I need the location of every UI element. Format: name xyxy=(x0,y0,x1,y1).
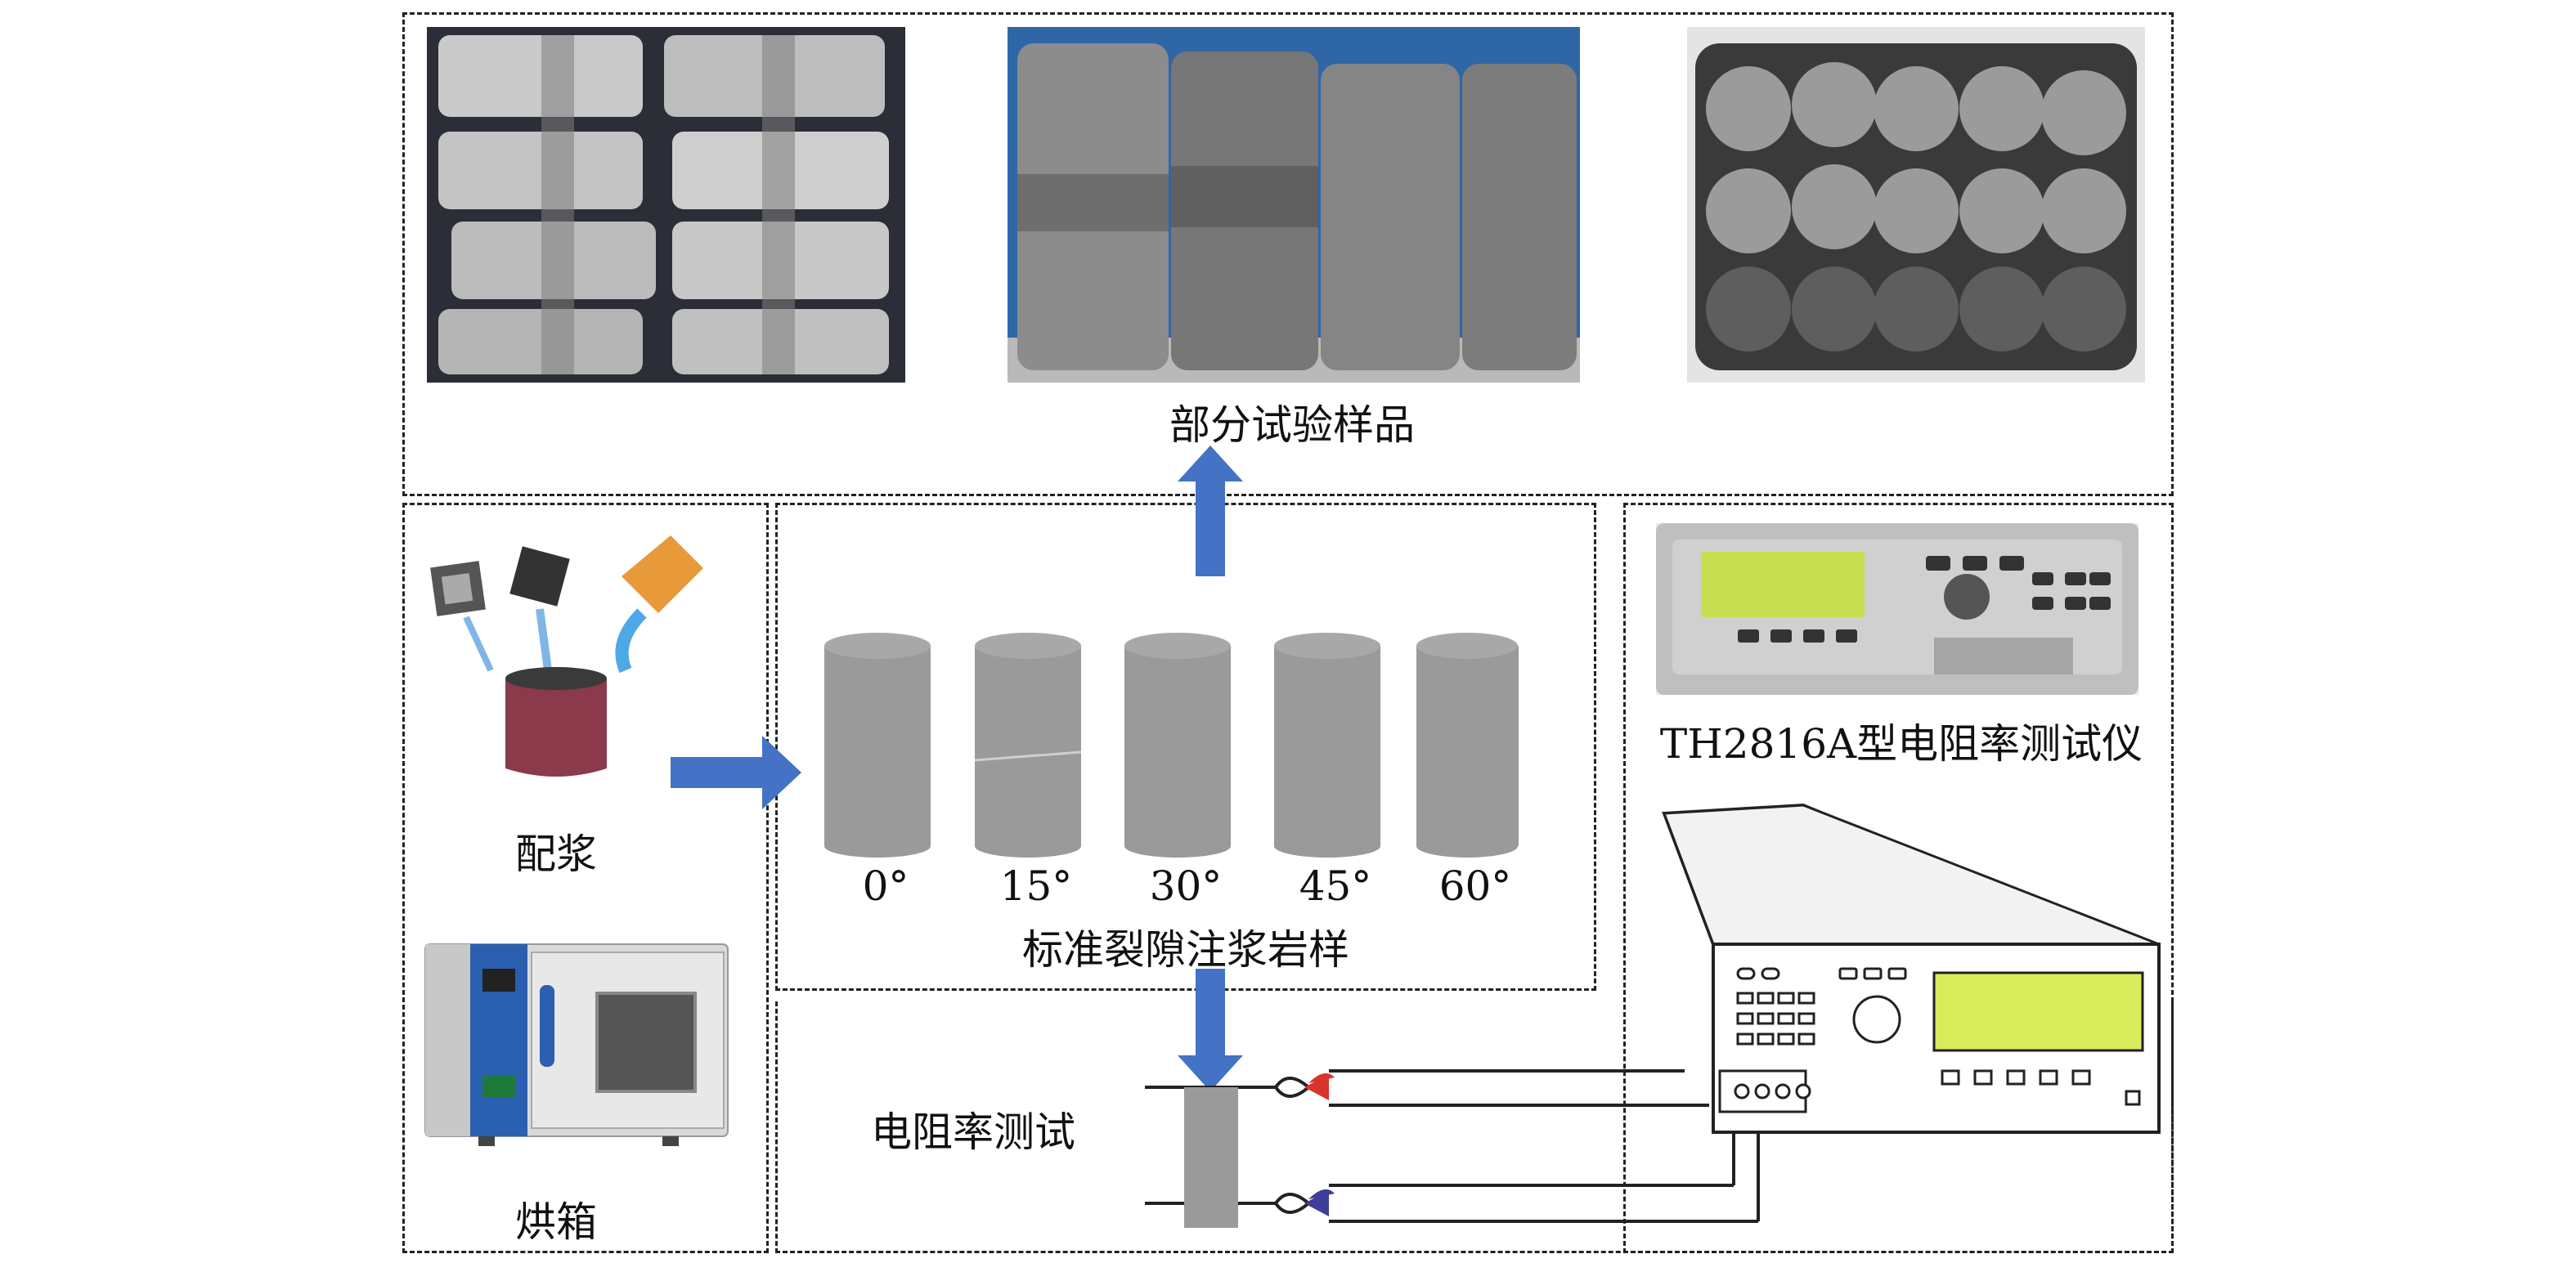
samples-photo-frame xyxy=(402,12,2174,496)
sample-end-faces-image xyxy=(1687,27,2145,383)
instrument-schematic xyxy=(1662,803,2161,1134)
cylinder-0deg xyxy=(824,633,931,858)
standard-samples-frame xyxy=(775,503,1596,991)
preparation-frame xyxy=(402,503,769,1253)
cylinder-30deg xyxy=(1124,633,1231,858)
cylinder-60deg xyxy=(1416,633,1519,858)
test-circuit xyxy=(1145,1069,1760,1228)
resistivity-test-frame xyxy=(775,1001,2174,1253)
wrapped-samples-photo xyxy=(427,27,905,383)
partial-samples-image xyxy=(1008,27,1580,383)
down-arrow-icon xyxy=(1178,969,1243,1091)
angle-label-0: 0° xyxy=(862,862,909,910)
cylinder-15deg xyxy=(974,633,1082,858)
instrument-photo xyxy=(1656,523,2138,695)
instrument-photo-image xyxy=(1656,523,2138,695)
standard-samples-label: 标准裂隙注浆岩样 xyxy=(1022,926,1349,974)
angle-label-45: 45° xyxy=(1299,862,1372,910)
mixing-label: 配浆 xyxy=(515,831,597,878)
cylinder-row xyxy=(824,633,1519,858)
samples-caption: 部分试验样品 xyxy=(1169,401,1415,449)
angle-label-60: 60° xyxy=(1438,862,1512,910)
cylinder-45deg xyxy=(1274,633,1380,858)
oven-label: 烘箱 xyxy=(515,1198,597,1246)
angle-label-30: 30° xyxy=(1149,862,1223,910)
partial-samples-photo xyxy=(1008,27,1580,383)
sample-end-faces-photo xyxy=(1687,27,2145,383)
instrument-label: TH2816A型电阻率测试仪 xyxy=(1659,720,2143,768)
wrapped-samples-image xyxy=(427,27,905,383)
mixing-illustration xyxy=(430,535,703,777)
up-arrow-icon xyxy=(1178,446,1243,576)
oven-illustration xyxy=(424,943,729,1146)
angle-label-15: 15° xyxy=(999,862,1073,910)
right-arrow-icon xyxy=(671,736,801,809)
resistivity-test-label: 电阻率测试 xyxy=(871,1108,1075,1156)
